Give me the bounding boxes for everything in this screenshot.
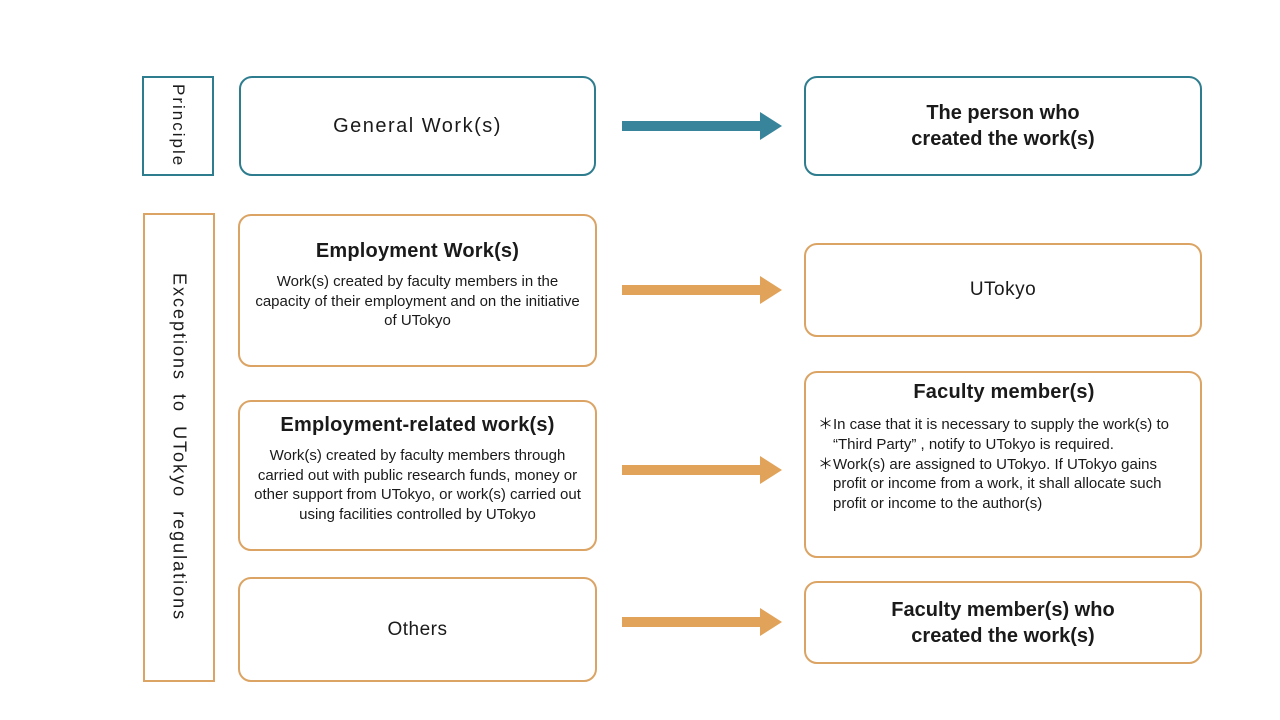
general-works-box: General Work(s) <box>239 76 596 176</box>
person-who-created-box: The person who created the work(s) <box>804 76 1202 176</box>
arrow-head-icon <box>760 456 782 484</box>
faculty-who-created-box: Faculty member(s) who created the work(s… <box>804 581 1202 664</box>
arrow-related-to-faculty <box>622 456 782 484</box>
arrow-shaft <box>622 465 762 475</box>
employment-related-works-description: Work(s) created by faculty members throu… <box>254 447 581 523</box>
employment-works-title: Employment Work(s) <box>315 240 520 262</box>
others-box: Others <box>238 577 597 682</box>
faculty-note-third-party: ＊In case that it is necessary to supply … <box>818 416 1169 453</box>
arrow-head-icon <box>760 276 782 304</box>
arrow-shaft <box>622 285 762 295</box>
employment-related-works-box: Employment-related work(s) Work(s) creat… <box>238 400 597 551</box>
employment-works-description: Work(s) created by faculty members in th… <box>255 273 580 329</box>
faculty-note-assignment: ＊Work(s) are assigned to UTokyo. If UTok… <box>818 455 1162 513</box>
faculty-members-notes: ＊In case that it is necessary to supply … <box>818 415 1190 514</box>
faculty-members-title: Faculty member(s) <box>913 381 1095 403</box>
utokyo-box: UTokyo <box>804 243 1202 337</box>
employment-works-box: Employment Work(s) Work(s) created by fa… <box>238 214 597 367</box>
employment-related-works-title: Employment-related work(s) <box>280 414 555 436</box>
principle-section-label: Principle <box>142 76 214 176</box>
arrow-others-to-faculty-creator <box>622 608 782 636</box>
arrow-head-icon <box>760 112 782 140</box>
arrow-shaft <box>622 617 762 627</box>
faculty-members-box: Faculty member(s) ＊In case that it is ne… <box>804 371 1202 558</box>
arrow-shaft <box>622 121 762 131</box>
arrow-employment-to-utokyo <box>622 276 782 304</box>
arrow-general-to-person <box>622 112 782 140</box>
arrow-head-icon <box>760 608 782 636</box>
exceptions-section-label: Exceptions to UTokyo regulations <box>143 213 215 682</box>
